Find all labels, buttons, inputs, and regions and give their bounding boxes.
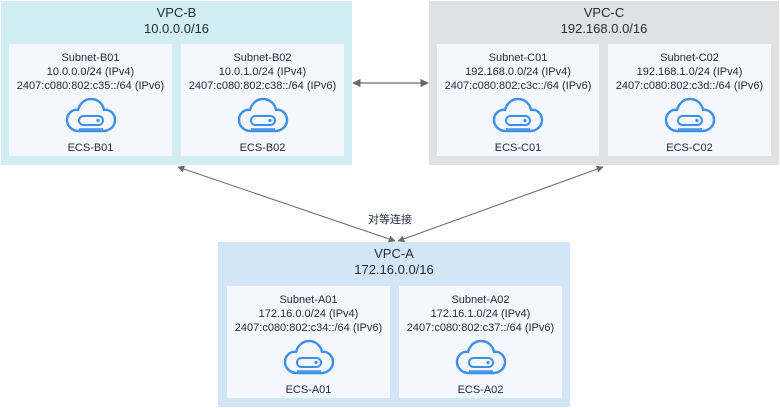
subnet-c01-box: Subnet-C01 192.168.0.0/24 (IPv4) 2407:c0… xyxy=(437,44,599,156)
subnet-name: Subnet-C01 xyxy=(488,52,548,64)
subnet-ipv6: 2407:c080:802:c35::/64 (IPv6) xyxy=(16,80,165,92)
vpc-b-name: VPC-B xyxy=(156,5,197,20)
cloud-server-icon xyxy=(283,339,335,381)
subnet-ipv4: 172.16.0.0/24 (IPv4) xyxy=(258,308,359,320)
cloud-server-icon xyxy=(237,97,289,139)
subnet-ipv6: 2407:c080:802:c37::/64 (IPv6) xyxy=(406,322,555,334)
ecs-name: ECS-A01 xyxy=(285,384,332,396)
cloud-server-icon xyxy=(492,97,544,139)
subnet-c02-box: Subnet-C02 192.168.1.0/24 (IPv4) 2407:c0… xyxy=(608,44,771,156)
vpc-a-cidr: 172.16.0.0/16 xyxy=(354,262,434,277)
subnet-b01-box: Subnet-B01 10.0.0.0/24 (IPv4) 2407:c080:… xyxy=(9,44,172,156)
vpc-a-name: VPC-A xyxy=(374,246,414,261)
vpc-c-name: VPC-C xyxy=(583,5,625,20)
subnet-a01-box: Subnet-A01 172.16.0.0/24 (IPv4) 2407:c08… xyxy=(227,286,390,398)
subnet-ipv4: 10.0.1.0/24 (IPv4) xyxy=(218,66,307,78)
vpc-b-box: VPC-B 10.0.0.0/16 Subnet-B01 10.0.0.0/24… xyxy=(1,1,352,165)
subnet-ipv6: 2407:c080:802:c3c::/64 (IPv6) xyxy=(444,80,592,92)
subnet-ipv6: 2407:c080:802:c3d::/64 (IPv6) xyxy=(615,80,764,92)
subnet-ipv4: 192.168.1.0/24 (IPv4) xyxy=(636,66,743,78)
cloud-server-icon xyxy=(664,97,716,139)
ecs-name: ECS-C02 xyxy=(666,142,713,154)
subnet-name: Subnet-A01 xyxy=(279,294,338,306)
vpc-a-box: VPC-A 172.16.0.0/16 Subnet-A01 172.16.0.… xyxy=(218,242,570,407)
vpc-c-cidr: 192.168.0.0/16 xyxy=(560,21,648,36)
ecs-name: ECS-C01 xyxy=(494,142,542,154)
subnet-b02-box: Subnet-B02 10.0.1.0/24 (IPv4) 2407:c080:… xyxy=(181,44,344,156)
subnet-ipv4: 172.16.1.0/24 (IPv4) xyxy=(430,308,531,320)
subnet-name: Subnet-B01 xyxy=(61,52,120,64)
peering-connection-label: 对等连接 xyxy=(368,213,412,226)
cloud-server-icon xyxy=(455,339,507,381)
subnet-ipv6: 2407:c080:802:c38::/64 (IPv6) xyxy=(188,80,337,92)
subnet-name: Subnet-C02 xyxy=(660,52,719,64)
subnet-ipv4: 10.0.0.0/24 (IPv4) xyxy=(46,66,135,78)
cloud-server-icon xyxy=(65,97,117,139)
peering-arrow-b-a xyxy=(177,165,396,243)
subnet-name: Subnet-A02 xyxy=(451,294,510,306)
ecs-name: ECS-B01 xyxy=(67,142,114,154)
subnet-ipv4: 192.168.0.0/24 (IPv4) xyxy=(465,66,571,78)
subnet-a02-box: Subnet-A02 172.16.1.0/24 (IPv4) 2407:c08… xyxy=(399,286,562,398)
peering-arrow-c-a xyxy=(397,165,604,243)
vpc-b-cidr: 10.0.0.0/16 xyxy=(143,21,210,36)
subnet-name: Subnet-B02 xyxy=(233,52,292,64)
subnet-ipv6: 2407:c080:802:c34::/64 (IPv6) xyxy=(234,322,383,334)
ecs-name: ECS-B02 xyxy=(239,142,286,154)
vpc-c-box: VPC-C 192.168.0.0/16 Subnet-C01 192.168.… xyxy=(429,1,779,165)
ecs-name: ECS-A02 xyxy=(457,384,504,396)
